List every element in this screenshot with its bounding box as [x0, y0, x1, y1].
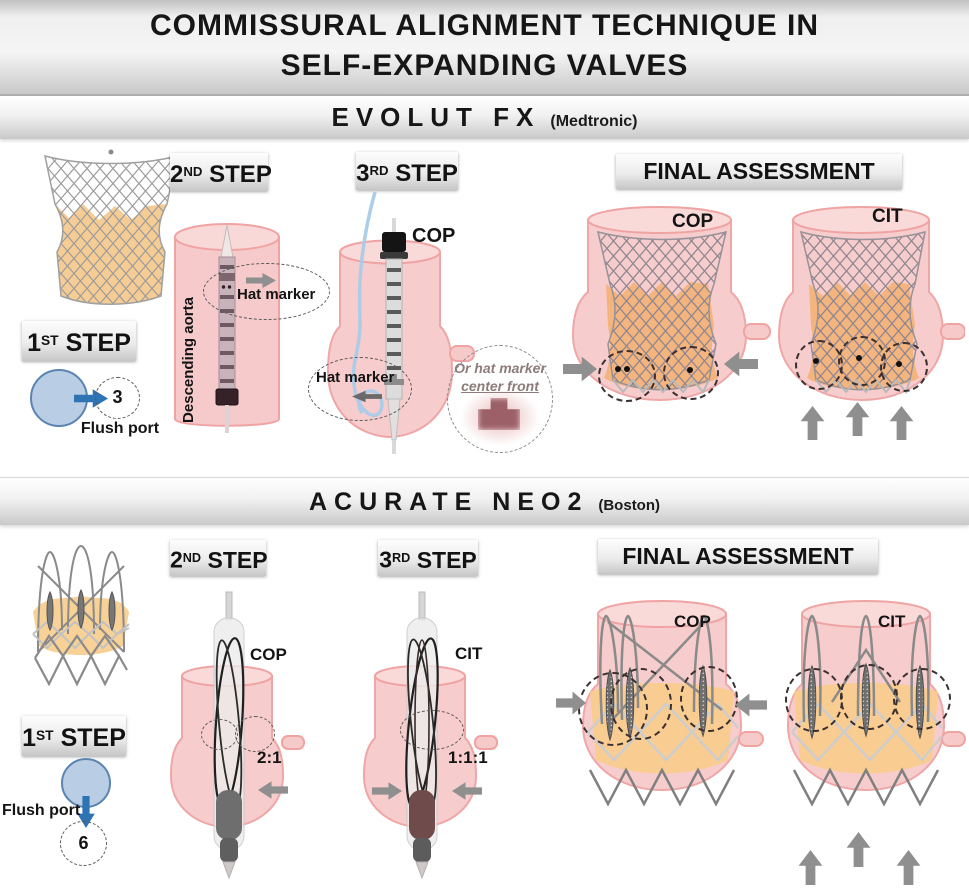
evolut-final-cit-label: CIT [872, 206, 903, 227]
acurate-step3-ratio: 1:1:1 [448, 748, 488, 767]
alignment-dashed-ellipse [400, 710, 464, 750]
coronary-tube [743, 323, 771, 340]
alignment-dashed-circle [235, 716, 275, 752]
acurate-step3-cit-label: CIT [455, 644, 483, 663]
lower-crown-dark [34, 634, 128, 687]
alignment-dashed-circle [201, 719, 238, 750]
marker-dot [856, 355, 862, 361]
marker-dot [896, 361, 902, 367]
arrow-left-dark-icon [352, 390, 382, 403]
evolut-final-cop-label: COP [672, 211, 714, 232]
coronary-tube [940, 323, 965, 340]
page-title-line1: COMMISSURAL ALIGNMENT TECHNIQUE IN [150, 9, 819, 42]
marker-dot [615, 366, 621, 372]
evolut-final-title: FINAL ASSESSMENT [616, 154, 902, 189]
marker-dashed-circle [795, 340, 843, 390]
acurate-maker: (Boston) [598, 497, 661, 514]
marker-dashed-circle [598, 350, 656, 402]
delivery-handle [216, 790, 242, 840]
cop-cap [382, 232, 406, 252]
hat-marker-label-step2: Hat marker [237, 286, 316, 303]
marker-dashed-circle [680, 666, 738, 732]
marker-dot [624, 366, 630, 372]
coronary-tube [941, 731, 966, 747]
evolut-band: EVOLUT FX (Medtronic) [0, 94, 969, 139]
lower-crown-dark [588, 767, 736, 807]
flush-port-number: 3 [112, 387, 123, 407]
hat-marker-dashed-ellipse-step2 [203, 263, 330, 320]
acurate-final-cit-label: CIT [878, 612, 906, 631]
marker-dashed-circle [785, 668, 843, 732]
acurate-step2-cop-label: COP [250, 645, 287, 664]
coronary-tube [281, 735, 305, 750]
acurate-final-title: FINAL ASSESSMENT [598, 539, 878, 574]
marker-dashed-circle [840, 664, 898, 730]
stabilizer-posts [46, 588, 116, 632]
delivery-handle [409, 790, 435, 840]
flush-port-label: Flush port [2, 802, 81, 819]
lower-crown-dark [792, 767, 940, 807]
valve-knob [108, 149, 114, 155]
descending-aorta-label: Descending aorta [180, 297, 197, 423]
marker-dashed-circle [880, 342, 928, 392]
flush-port-dashed-circle [60, 821, 107, 866]
page-title-line2: SELF-EXPANDING VALVES [280, 49, 689, 82]
flush-port-number: 6 [78, 833, 89, 853]
alt-marker-dashed-circle [447, 345, 553, 453]
marker-dashed-circle [838, 336, 886, 386]
marker-dashed-circle [893, 668, 951, 730]
arrow-up-icon [896, 850, 921, 885]
evolut-name: EVOLUT FX [331, 102, 541, 132]
evolut-maker: (Medtronic) [550, 113, 638, 130]
arrow-up-icon [846, 832, 871, 867]
acurate-final-cop-label: COP [674, 612, 711, 631]
valve-mesh [44, 154, 178, 305]
marker-dashed-circle [610, 668, 672, 740]
title-band: COMMISSURAL ALIGNMENT TECHNIQUE IN SELF-… [0, 0, 969, 94]
alt-marker-note-line1: Or hat marker [454, 360, 546, 376]
hat-marker-dashed-ellipse-step3 [308, 357, 412, 421]
acurate-step2-illustration [169, 591, 305, 880]
marker-dot [687, 367, 693, 373]
arrow-up-icon [798, 850, 823, 885]
marker-dot [813, 358, 819, 364]
acurate-name: ACURATE NEO2 [308, 488, 589, 516]
cop-cap-label: COP [412, 225, 456, 247]
acurate-band: ACURATE NEO2 (Boston) [0, 477, 969, 525]
acurate-valve-illustration [32, 544, 130, 687]
evolut-valve-illustration [44, 149, 178, 305]
coronary-tube [738, 731, 764, 747]
flush-port-dashed-circle [95, 377, 140, 419]
marker-dashed-circle [663, 346, 719, 400]
coronary-tube [474, 735, 498, 750]
catheter-connector [215, 388, 239, 406]
flush-port-label: Flush port [80, 420, 160, 437]
hat-marker-label-step3: Hat marker [316, 369, 395, 386]
acurate-step2-ratio: 2:1 [257, 748, 282, 767]
